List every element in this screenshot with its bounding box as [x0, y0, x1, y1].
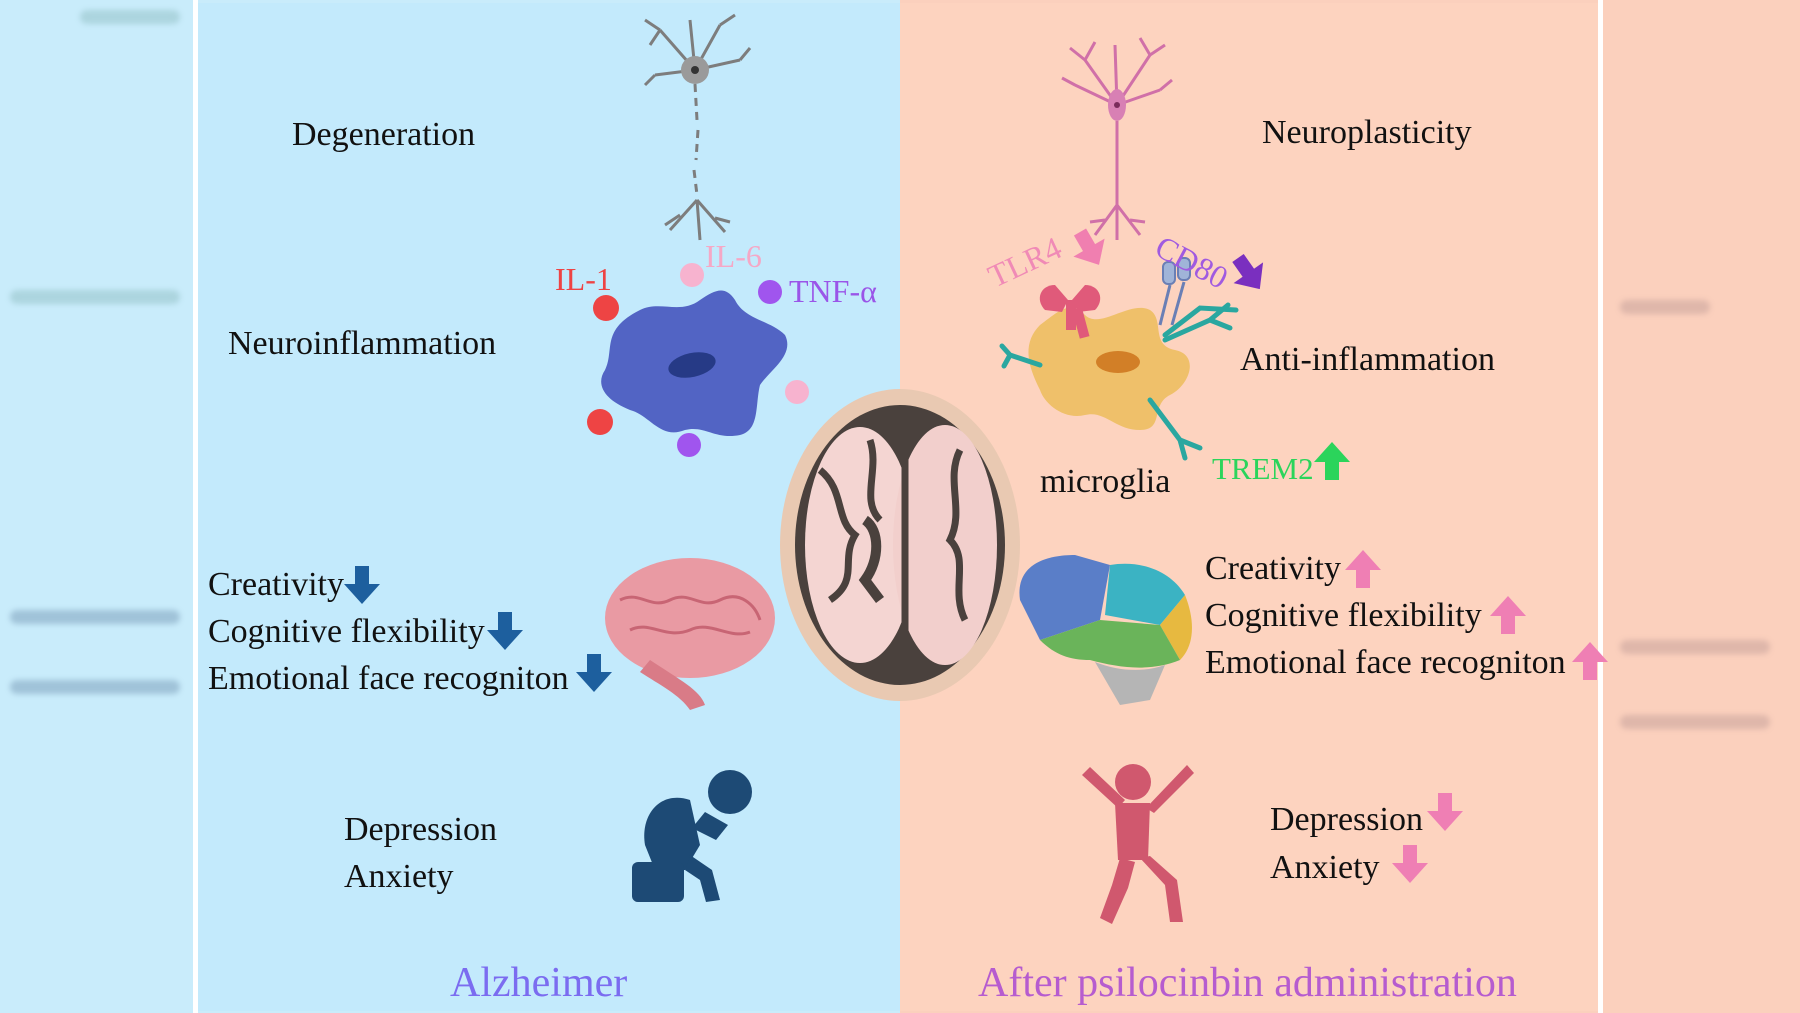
blur-decoration	[10, 680, 180, 694]
degeneration-label: Degeneration	[292, 116, 476, 153]
cognitive-flexibility-label-left: Cognitive flexibility	[208, 613, 485, 650]
creativity-down-arrow-icon	[344, 566, 380, 604]
cytokine-il6-dots	[680, 263, 809, 404]
depression-label-right: Depression	[1270, 801, 1423, 838]
degenerating-neuron-icon	[643, 13, 752, 241]
sad-person-icon	[632, 770, 752, 902]
il1-label: IL-1	[555, 261, 612, 297]
emotional-face-label-right: Emotional face recogniton	[1205, 644, 1566, 681]
cytokine-tnf-dots	[677, 280, 782, 457]
tlr4-down-arrow-icon	[1064, 223, 1115, 274]
psilocybin-title: After psilocinbin administration	[978, 960, 1517, 1006]
blur-decoration	[10, 290, 180, 304]
brain-side-pink-icon	[605, 558, 775, 710]
blur-decoration	[1620, 715, 1770, 729]
cd80-down-arrow-icon	[1223, 247, 1275, 300]
emotional-up-arrow-icon	[1572, 642, 1608, 680]
neuroplasticity-label: Neuroplasticity	[1262, 114, 1472, 151]
cognitive-up-arrow-icon	[1490, 596, 1526, 634]
brain-side-colored-icon	[1019, 555, 1192, 705]
depression-label-left: Depression	[344, 811, 497, 848]
alzheimer-panel	[198, 3, 900, 1011]
blur-decoration	[10, 610, 180, 624]
cytokine-il1-dots	[587, 295, 619, 435]
brain-mri-icon	[780, 389, 1020, 701]
resting-microglia-icon	[999, 257, 1239, 461]
emotional-face-label-left: Emotional face recogniton	[208, 660, 569, 697]
happy-person-icon	[1082, 764, 1194, 924]
neuroinflammation-label: Neuroinflammation	[228, 325, 497, 362]
cognitive-down-arrow-icon	[487, 612, 523, 650]
anxiety-label-right: Anxiety	[1270, 849, 1380, 886]
anxiety-label-left: Anxiety	[344, 858, 454, 895]
creativity-label-right: Creativity	[1205, 550, 1341, 587]
cognitive-flexibility-label-right: Cognitive flexibility	[1205, 597, 1482, 634]
trem2-label: TREM2	[1212, 451, 1314, 486]
microglia-label: microglia	[1040, 463, 1171, 500]
creativity-up-arrow-icon	[1345, 550, 1381, 588]
il6-label: IL-6	[705, 238, 762, 274]
anti-inflammation-label: Anti-inflammation	[1240, 341, 1495, 378]
tnf-label: TNF-α	[789, 273, 877, 309]
trem2-up-arrow-icon	[1314, 442, 1350, 480]
blur-decoration	[1620, 640, 1770, 654]
blur-decoration	[1620, 300, 1710, 314]
figure-frame	[193, 0, 1603, 1013]
activated-microglia-icon	[601, 290, 788, 437]
blur-decoration	[80, 10, 180, 24]
depression-down-arrow-icon	[1427, 793, 1463, 831]
anxiety-down-arrow-icon	[1392, 845, 1428, 883]
healthy-neuron-icon	[1061, 37, 1173, 240]
emotional-down-arrow-icon	[576, 654, 612, 692]
alzheimer-title: Alzheimer	[450, 960, 628, 1006]
creativity-label-left: Creativity	[208, 566, 344, 603]
